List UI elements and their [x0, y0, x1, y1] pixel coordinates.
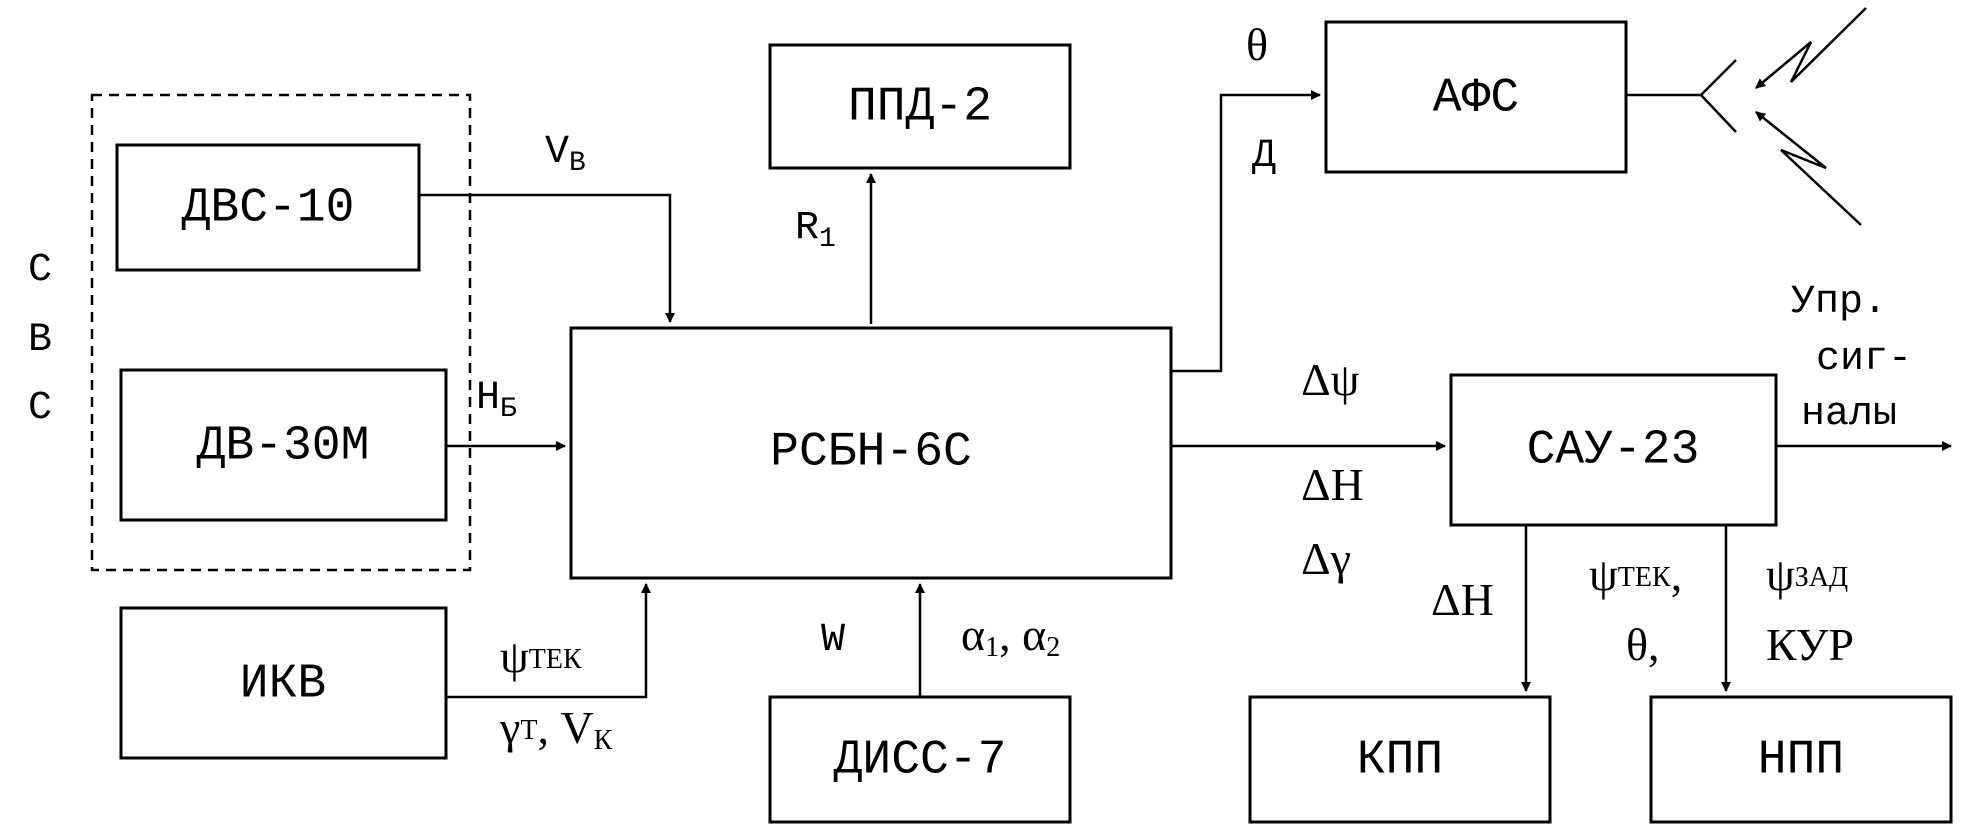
- label-gamma-sub: Т: [520, 715, 537, 746]
- block-dvs10: ДВС-10: [115, 143, 421, 272]
- label-alpha: α1, α2: [961, 609, 1060, 663]
- label-theta: θ: [1246, 19, 1268, 70]
- label-delta-h: ΔH: [1301, 459, 1364, 510]
- block-rsbn6s-label: РСБН-6С: [770, 426, 972, 480]
- label-psi-tek: ψТЕК: [500, 631, 582, 682]
- label-psi-tek-sub: ТЕК: [529, 644, 582, 675]
- label-h-main: H: [476, 376, 500, 421]
- label-h-b: HБ: [476, 376, 517, 425]
- label-upr-line-2: сиг-: [1816, 337, 1912, 382]
- label-psi-zad-sym: ψ: [1766, 549, 1795, 600]
- label-v-b: VВ: [545, 130, 586, 179]
- label-theta-2: θ,: [1626, 619, 1660, 670]
- label-h-sub: Б: [500, 394, 517, 425]
- label-psi-zad-sub: ЗАД: [1795, 562, 1848, 593]
- label-kur: КУР: [1766, 619, 1854, 670]
- block-dvs10-label: ДВС-10: [182, 182, 355, 236]
- block-diss7: ДИСС-7: [768, 695, 1072, 824]
- block-dv30m: ДВ-30М: [119, 368, 448, 522]
- label-psi-zad: ψЗАД: [1766, 549, 1848, 600]
- svs-group-frame: [90, 93, 472, 572]
- label-r-sub: 1: [819, 224, 836, 255]
- block-sau23: САУ-23: [1449, 373, 1778, 527]
- svs-label-line-2: В: [28, 318, 52, 363]
- label-alpha1-sub: 1: [985, 632, 999, 663]
- block-afs: АФС: [1324, 20, 1628, 174]
- block-ppd2-label: ППД-2: [848, 81, 992, 135]
- label-upr-signals: Упр. сиг- налы: [1791, 280, 1912, 437]
- block-diss7-label: ДИСС-7: [834, 734, 1007, 788]
- arrow-dvs10-to-rsbn: [419, 193, 675, 323]
- block-sau23-label: САУ-23: [1527, 424, 1700, 478]
- svs-label-line-1: С: [28, 248, 52, 293]
- arrow-ikv-to-rsbn: [446, 583, 651, 699]
- lightning-incoming-icon: [1755, 7, 1867, 89]
- block-npp: НПП: [1649, 695, 1953, 824]
- label-psi-tek-sym: ψ: [500, 631, 529, 682]
- block-npp-label: НПП: [1758, 734, 1844, 788]
- svs-label-line-3: С: [28, 386, 52, 431]
- label-upr-line-3: налы: [1801, 392, 1897, 437]
- label-gamma-vk: γТ, VК: [499, 702, 613, 756]
- label-gamma-sym: γ: [499, 702, 520, 753]
- label-delta-gamma: Δγ: [1301, 533, 1351, 584]
- svs-group-label: С В С: [28, 248, 52, 431]
- block-dv30m-label: ДВ-30М: [197, 420, 370, 474]
- label-psi-tek2-sub: ТЕК: [1618, 562, 1671, 593]
- label-alpha2-sub: 2: [1046, 632, 1060, 663]
- label-psi-tek2-comma: ,: [1671, 549, 1683, 600]
- label-delta-psi: Δψ: [1301, 354, 1360, 405]
- label-v-main: V: [545, 130, 569, 175]
- label-psi-tek2-sym: ψ: [1589, 549, 1618, 600]
- label-vk-main: , V: [537, 702, 593, 753]
- label-alpha2-sym: , α: [999, 609, 1046, 660]
- block-kpp-label: КПП: [1357, 734, 1443, 788]
- label-d: Д: [1252, 134, 1276, 179]
- label-delta-h-kpp: ΔH: [1431, 574, 1494, 625]
- label-v-sub: В: [569, 148, 586, 179]
- label-vk-sub: К: [594, 725, 613, 756]
- block-rsbn6s: РСБН-6С: [569, 326, 1173, 580]
- block-ikv-label: ИКВ: [240, 658, 326, 712]
- label-upr-line-1: Упр.: [1791, 280, 1887, 325]
- label-alpha1-sym: α: [961, 609, 985, 660]
- lightning-outgoing-icon: [1755, 111, 1862, 226]
- block-ppd2: ППД-2: [768, 43, 1072, 170]
- antenna-icon: [1626, 59, 1737, 133]
- label-psi-tek-2: ψТЕК,: [1589, 549, 1682, 600]
- block-ikv: ИКВ: [119, 606, 448, 760]
- block-kpp: КПП: [1248, 695, 1552, 824]
- block-afs-label: АФС: [1433, 72, 1519, 126]
- label-w: W: [821, 618, 845, 663]
- label-r-main: R: [795, 206, 819, 251]
- arrow-rsbn-to-afs: [1171, 90, 1321, 373]
- label-r1: R1: [795, 206, 836, 255]
